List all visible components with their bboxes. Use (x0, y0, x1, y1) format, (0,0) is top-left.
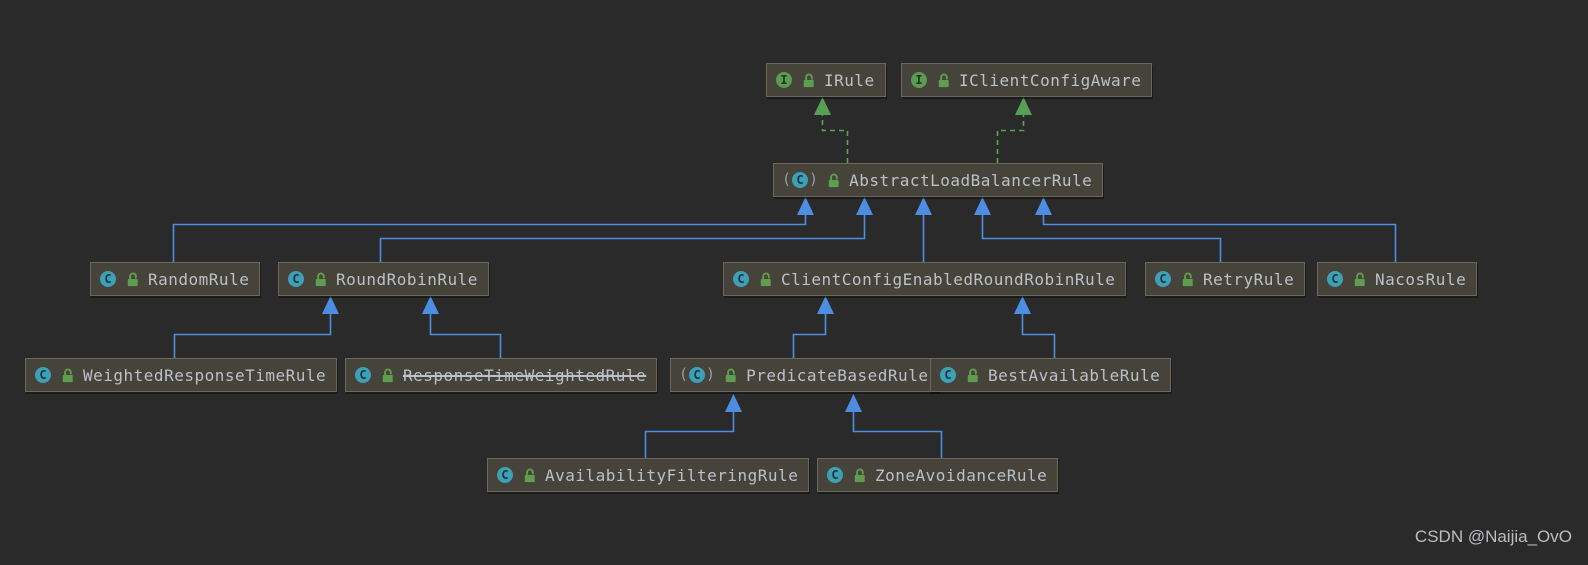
class-icon: C (34, 366, 52, 384)
svg-text:C: C (292, 272, 299, 286)
svg-text:I: I (915, 73, 922, 87)
unlocked-padlock-icon (800, 72, 817, 89)
class-name: BestAvailableRule (988, 365, 1161, 385)
class-name: AvailabilityFilteringRule (545, 465, 799, 485)
unlocked-padlock-icon (825, 172, 842, 189)
svg-text:C: C (737, 272, 744, 286)
class-icon: C (287, 270, 305, 288)
unlocked-padlock-icon (379, 367, 396, 384)
svg-text:C: C (501, 468, 508, 482)
class-name: PredicateBasedRule (746, 365, 929, 385)
unlocked-padlock-icon (851, 467, 868, 484)
class-icon: C (496, 466, 514, 484)
class-node-randomrule[interactable]: C RandomRule (90, 262, 261, 296)
svg-text:C: C (39, 368, 46, 382)
extends-edge-bestavailablerule (1014, 296, 1056, 358)
extends-edge-weightedresponsetimerule (173, 296, 339, 358)
unlocked-padlock-icon (722, 367, 739, 384)
extends-edge-availabilityfilteringrule (644, 394, 742, 458)
class-icon: C (354, 366, 372, 384)
abstract-class-node-abstractloadbalancerrule[interactable]: ( C ) AbstractLoadBalancerRule (773, 163, 1104, 197)
svg-text:C: C (944, 368, 951, 382)
implements-edge-albr-iclientconfigaware (996, 97, 1032, 163)
class-node-responsetimeweightedrule-deprecated[interactable]: C ResponseTimeWeightedRule (345, 358, 658, 392)
extends-edge-clientconfigenabledroundrobinrule (915, 197, 932, 262)
class-name: ZoneAvoidanceRule (875, 465, 1048, 485)
class-icon: C (99, 270, 117, 288)
svg-text:C: C (796, 173, 803, 187)
interface-icon: I (910, 71, 928, 89)
unlocked-padlock-icon (124, 271, 141, 288)
extends-edge-roundrobinrule (379, 197, 873, 262)
class-node-weightedresponsetimerule[interactable]: C WeightedResponseTimeRule (25, 358, 338, 392)
unlocked-padlock-icon (59, 367, 76, 384)
class-node-clientconfigenabledroundrobinrule[interactable]: C ClientConfigEnabledRoundRobinRule (723, 262, 1127, 296)
csdn-watermark: CSDN @Naijia_OvO (1414, 527, 1572, 546)
class-name: WeightedResponseTimeRule (83, 365, 327, 385)
svg-text:C: C (104, 272, 111, 286)
extends-edge-retryrule (974, 197, 1222, 262)
interface-name: IClientConfigAware (959, 70, 1142, 90)
class-icon: C (826, 466, 844, 484)
extends-edge-zoneavoidancerule (845, 394, 943, 458)
unlocked-padlock-icon (935, 72, 952, 89)
interface-name: IRule (824, 70, 875, 90)
unlocked-padlock-icon (521, 467, 538, 484)
abstract-class-node-predicatebasedrule[interactable]: ( C ) PredicateBasedRule (670, 358, 940, 392)
class-name: ResponseTimeWeightedRule (403, 365, 647, 385)
class-name: RandomRule (148, 269, 250, 289)
interface-node-irule[interactable]: I IRule (766, 63, 886, 97)
class-name: NacosRule (1375, 269, 1467, 289)
class-node-nacosrule[interactable]: C NacosRule (1317, 262, 1478, 296)
class-node-roundrobinrule[interactable]: C RoundRobinRule (278, 262, 489, 296)
abstract-class-icon: ( C ) (782, 170, 819, 188)
extends-edge-predicatebasedrule (792, 296, 834, 358)
class-icon: C (1154, 270, 1172, 288)
unlocked-padlock-icon (1179, 271, 1196, 288)
implements-edge-albr-irule (814, 97, 849, 163)
svg-text:C: C (1331, 272, 1338, 286)
class-node-retryrule[interactable]: C RetryRule (1145, 262, 1306, 296)
class-node-bestavailablerule[interactable]: C BestAvailableRule (930, 358, 1172, 392)
class-name: ClientConfigEnabledRoundRobinRule (781, 269, 1116, 289)
unlocked-padlock-icon (964, 367, 981, 384)
class-node-availabilityfilteringrule[interactable]: C AvailabilityFilteringRule (487, 458, 810, 492)
class-name: AbstractLoadBalancerRule (849, 170, 1093, 190)
abstract-class-icon: ( C ) (679, 365, 716, 383)
extends-edge-nacosrule (1035, 197, 1397, 262)
unlocked-padlock-icon (312, 271, 329, 288)
class-name: RoundRobinRule (336, 269, 478, 289)
interface-node-iclientconfigaware[interactable]: I IClientConfigAware (901, 63, 1153, 97)
extends-edge-randomrule (172, 197, 814, 262)
interface-icon: I (775, 71, 793, 89)
svg-text:C: C (359, 368, 366, 382)
svg-text:C: C (1159, 272, 1166, 286)
class-icon: C (732, 270, 750, 288)
class-node-zoneavoidancerule[interactable]: C ZoneAvoidanceRule (817, 458, 1059, 492)
class-name: RetryRule (1203, 269, 1295, 289)
svg-text:C: C (693, 368, 700, 382)
unlocked-padlock-icon (757, 271, 774, 288)
extends-edge-responsetimeweightedrule (422, 296, 502, 358)
svg-text:I: I (780, 73, 787, 87)
class-icon: C (939, 366, 957, 384)
class-icon: C (1326, 270, 1344, 288)
svg-text:C: C (831, 468, 838, 482)
unlocked-padlock-icon (1351, 271, 1368, 288)
